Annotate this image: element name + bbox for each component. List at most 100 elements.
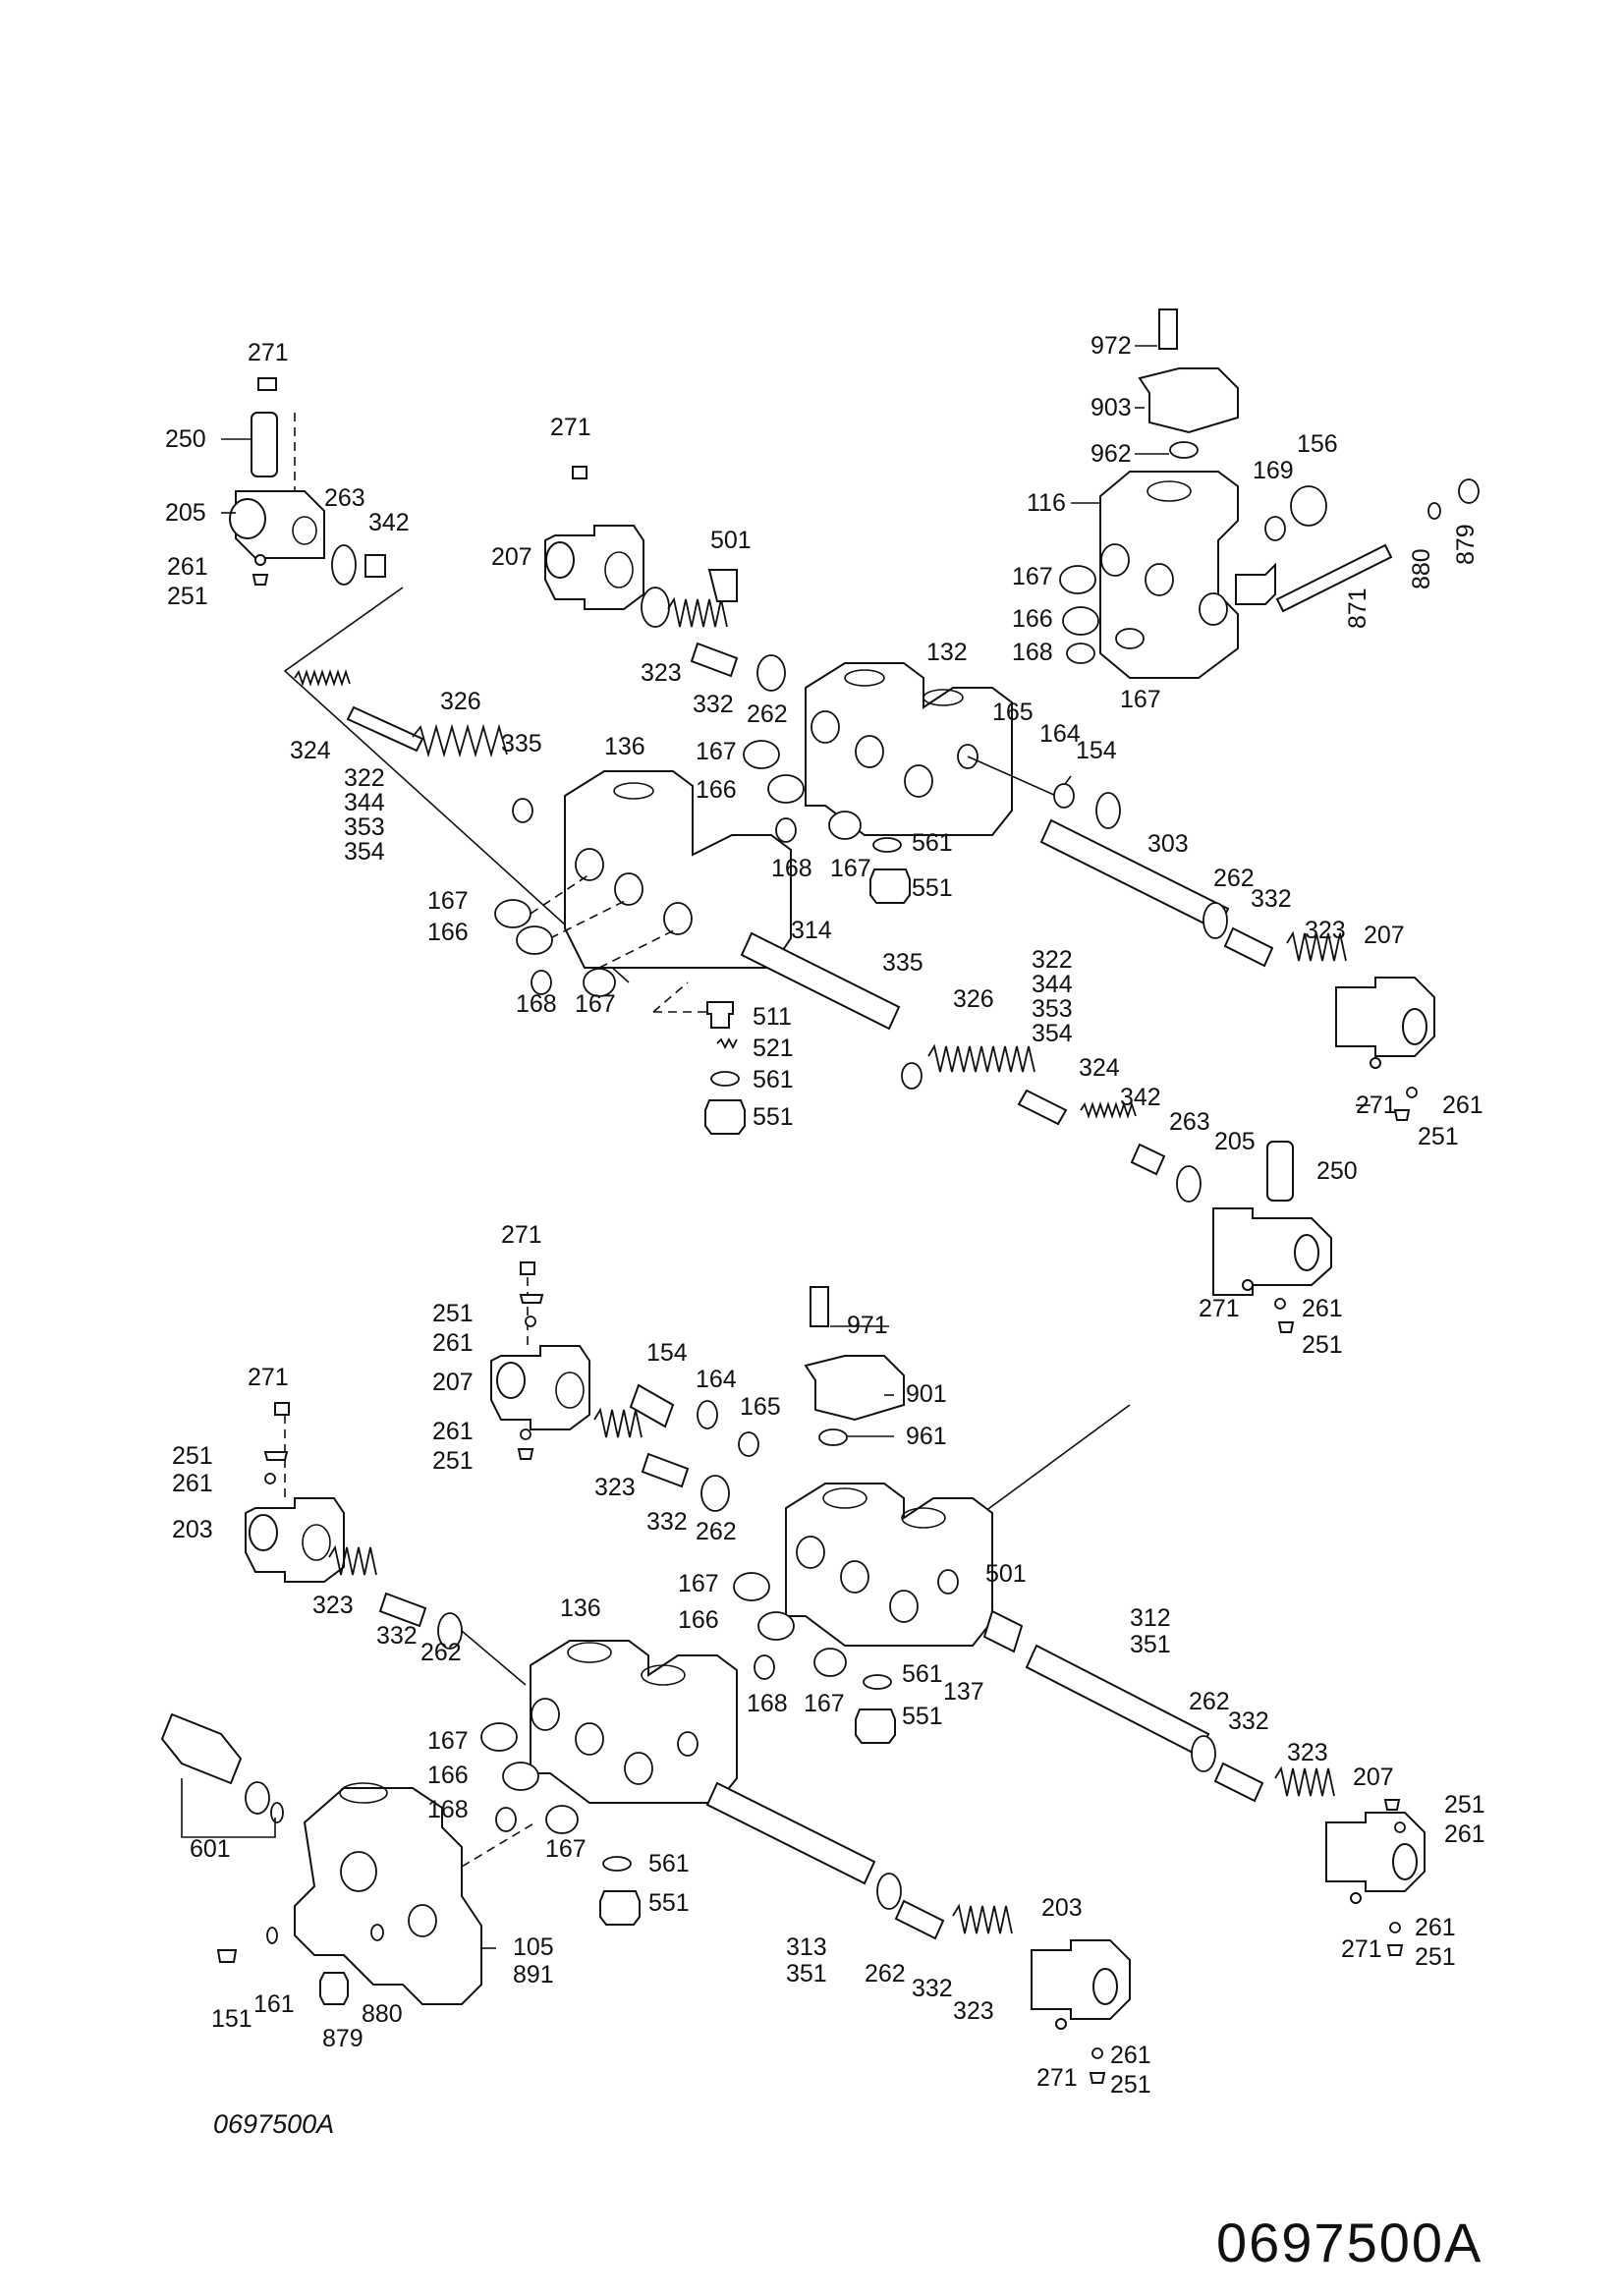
part-label: 154 <box>1076 737 1117 764</box>
part-label: 261 <box>1302 1295 1343 1322</box>
part-label: 880 <box>362 2000 403 2028</box>
part-label: 323 <box>953 1997 994 2025</box>
part-label: 344 <box>344 789 385 816</box>
spring-326-upper <box>412 723 508 758</box>
part-label: 251 <box>432 1300 474 1327</box>
part-label: 354 <box>1032 1020 1073 1047</box>
part-label: 342 <box>1120 1084 1161 1111</box>
part-label: 167 <box>1012 563 1053 590</box>
pilot-cap-207-lower-right <box>1325 1812 1426 1904</box>
part-label: 880 <box>1408 548 1435 589</box>
part-label: 205 <box>1214 1128 1256 1155</box>
part-label: 551 <box>648 1889 690 1917</box>
spool-312 <box>1025 1644 1210 1758</box>
part-label: 167 <box>427 1727 469 1755</box>
part-label: 262 <box>747 700 788 728</box>
part-label: 551 <box>912 874 953 902</box>
part-label: 207 <box>1364 922 1405 949</box>
part-label: 251 <box>1418 1123 1459 1150</box>
part-label: 261 <box>167 553 208 581</box>
part-label: 303 <box>1147 830 1189 858</box>
part-label: 332 <box>693 691 734 718</box>
part-label: 353 <box>344 813 385 841</box>
part-label: 324 <box>290 737 331 764</box>
part-label: 561 <box>648 1850 690 1877</box>
part-label: 251 <box>1444 1791 1485 1819</box>
part-label: 164 <box>1039 720 1081 748</box>
part-label: 251 <box>1415 1943 1456 1971</box>
part-label: 271 <box>1341 1935 1382 1963</box>
part-label: 332 <box>376 1622 418 1650</box>
part-label: 136 <box>604 733 645 760</box>
part-label: 132 <box>926 639 968 666</box>
rod-871 <box>1275 543 1393 613</box>
part-label: 166 <box>427 1762 469 1789</box>
pilot-cap-203-lower-left <box>245 1402 345 1583</box>
part-label: 203 <box>172 1516 213 1543</box>
part-label: 901 <box>906 1380 947 1408</box>
part-label: 312 <box>1130 1604 1171 1632</box>
part-label: 271 <box>248 339 289 366</box>
part-label: 161 <box>253 1990 295 2018</box>
part-label: 251 <box>432 1447 474 1475</box>
part-label: 344 <box>1032 971 1073 998</box>
part-label: 167 <box>678 1570 719 1597</box>
part-label: 261 <box>1110 2042 1151 2069</box>
pilot-cap-207-upper-right <box>1335 977 1435 1069</box>
pilot-cap-207-lower-mid <box>490 1261 590 1430</box>
part-label: 164 <box>696 1366 737 1393</box>
part-label: 151 <box>211 2005 252 2033</box>
part-label: 137 <box>943 1678 984 1706</box>
part-label: 326 <box>953 985 994 1013</box>
main-body-105 <box>294 1782 536 2005</box>
part-label: 261 <box>432 1418 474 1445</box>
part-label: 167 <box>830 855 871 882</box>
footer-code: 0697500A <box>1216 2212 1483 2273</box>
part-label: 323 <box>1305 917 1346 944</box>
spring-324-upper <box>294 669 351 687</box>
part-label: 156 <box>1297 430 1338 458</box>
pilot-cap-205-upper-right <box>1212 1141 1332 1296</box>
pilot-cap-205-upper-left <box>229 377 386 586</box>
part-label: 342 <box>368 509 410 536</box>
shaft-322-upper <box>346 705 424 753</box>
part-label: 322 <box>1032 946 1073 974</box>
part-label: 871 <box>1344 588 1371 629</box>
part-label: 263 <box>1169 1108 1210 1136</box>
part-label: 322 <box>344 764 385 792</box>
part-label: 261 <box>432 1329 474 1357</box>
part-label: 323 <box>312 1592 354 1619</box>
part-label: 116 <box>1027 489 1066 517</box>
part-label: 324 <box>1079 1054 1120 1082</box>
flow-line-upper-left <box>283 587 630 983</box>
part-label: 250 <box>165 425 206 453</box>
part-label: 167 <box>1120 686 1161 713</box>
part-label: 351 <box>1130 1631 1171 1658</box>
part-label: 551 <box>753 1103 794 1131</box>
part-label: 207 <box>1353 1764 1394 1791</box>
part-label: 353 <box>1032 995 1073 1023</box>
part-label: 168 <box>516 990 557 1018</box>
part-label: 154 <box>646 1339 688 1367</box>
part-label: 271 <box>501 1221 542 1249</box>
valve-block-136-lower <box>530 1640 738 1804</box>
part-label: 251 <box>1110 2071 1151 2099</box>
part-label: 335 <box>501 730 542 757</box>
part-label: 323 <box>594 1474 636 1501</box>
part-label: 961 <box>906 1423 947 1450</box>
part-label: 261 <box>172 1470 213 1497</box>
part-label: 262 <box>865 1960 906 1988</box>
part-label: 262 <box>1213 865 1255 892</box>
part-label: 335 <box>882 949 923 977</box>
part-label: 879 <box>1452 524 1480 565</box>
pilot-cap-203-lower-right <box>1031 1939 1131 2030</box>
part-label: 167 <box>696 738 737 765</box>
part-label: 332 <box>1251 885 1292 913</box>
part-label: 332 <box>646 1508 688 1536</box>
part-label: 167 <box>804 1690 845 1717</box>
part-label: 165 <box>740 1393 781 1421</box>
cover-901 <box>804 1286 905 1422</box>
part-label: 314 <box>791 917 832 944</box>
part-label: 165 <box>992 699 1034 726</box>
